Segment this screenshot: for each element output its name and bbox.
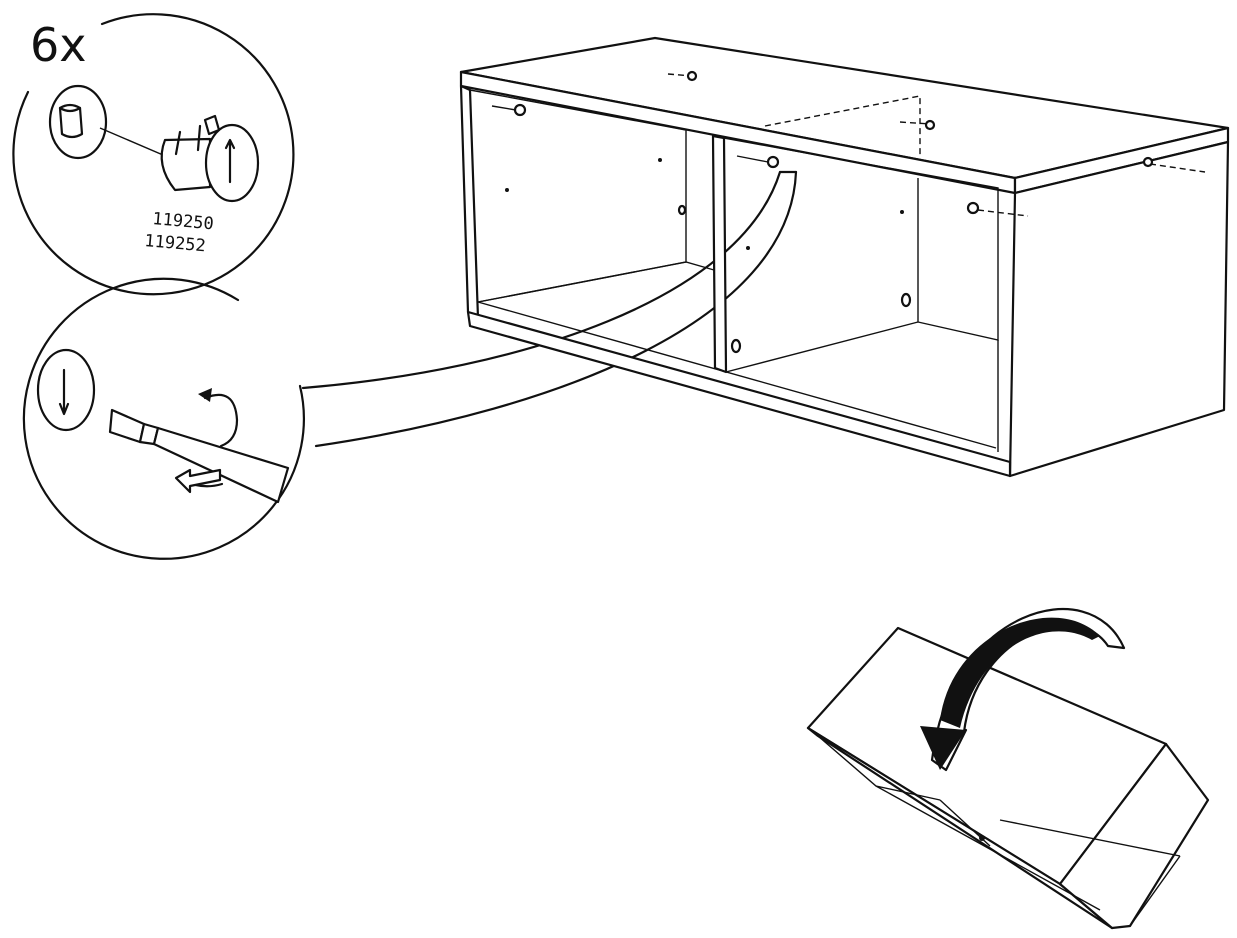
detail-pointer-ribbon bbox=[301, 170, 798, 448]
cam-lock-detail-circle: 119250 119252 bbox=[12, 13, 295, 296]
detail-circle-top-outline bbox=[12, 13, 295, 296]
cabinet-flipped-view bbox=[806, 608, 1210, 930]
cam-slot-icon bbox=[36, 348, 96, 432]
flipped-cabinet-side bbox=[1058, 742, 1210, 930]
cabinet-main-view bbox=[459, 36, 1230, 478]
cam-lock-hole-icon bbox=[48, 84, 108, 160]
part-number-1: 119250 bbox=[152, 209, 215, 234]
cam-lock-icon bbox=[160, 114, 260, 203]
rotate-arrow-icon bbox=[174, 388, 239, 494]
screwdriver-detail-circle bbox=[22, 277, 305, 560]
part-number-2: 119252 bbox=[144, 231, 207, 256]
cabinet-left-side bbox=[459, 84, 480, 320]
cabinet-bottom-edge bbox=[466, 310, 1012, 478]
middle-divider bbox=[711, 134, 728, 374]
cabinet-fittings bbox=[491, 70, 1154, 354]
flip-arrow-icon bbox=[920, 608, 1126, 772]
cabinet-right-side bbox=[1008, 140, 1230, 478]
hidden-edge-lines bbox=[764, 95, 921, 156]
insert-guide-line bbox=[99, 127, 171, 159]
screwdriver-icon bbox=[108, 408, 290, 504]
quantity-label: 6x bbox=[30, 18, 87, 72]
